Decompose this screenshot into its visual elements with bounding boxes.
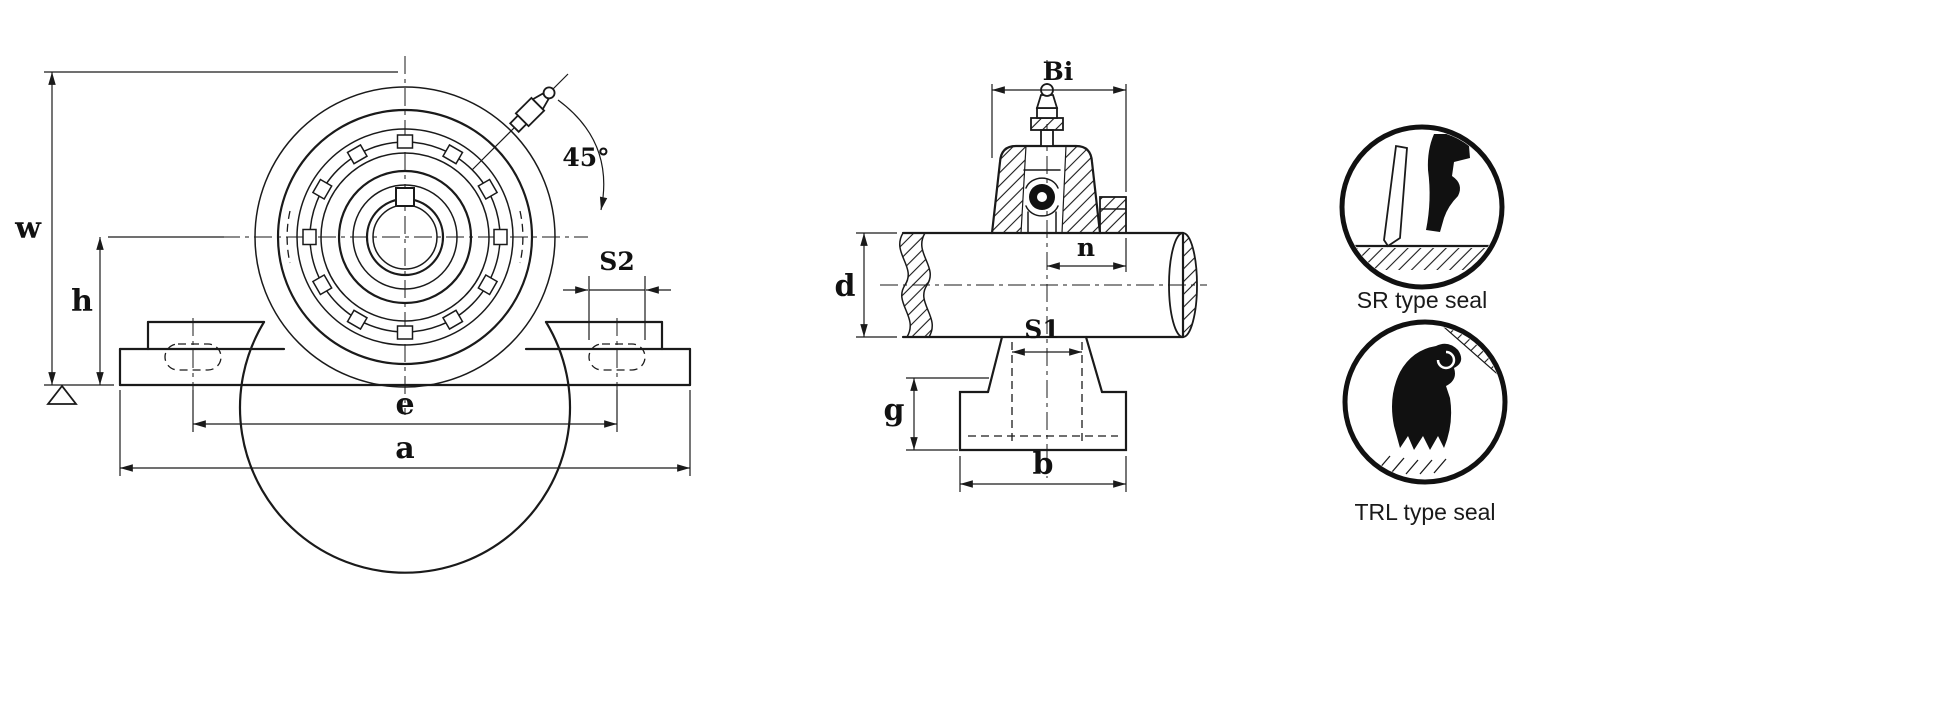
dim-s1: S1	[1012, 315, 1082, 356]
front-view: 45° w h S2 e	[14, 56, 692, 574]
angle-arc	[557, 99, 608, 211]
dim-label-w: w	[14, 211, 42, 246]
dim-s2: S2	[563, 247, 671, 340]
adapter-sleeve	[337, 169, 473, 305]
trl-seal-detail: TRL type seal	[1342, 319, 1508, 525]
dim-label-n: n	[1077, 233, 1095, 262]
dim-g: g	[884, 377, 989, 451]
bearing-outer-ring	[276, 108, 534, 366]
dim-d: d	[835, 232, 897, 338]
dim-label-e: e	[395, 387, 414, 422]
grease-fitting-side	[1030, 83, 1064, 147]
pedestal-base	[958, 335, 1128, 452]
sr-seal-profile	[1426, 134, 1470, 232]
dim-b: b	[959, 447, 1127, 492]
dim-label-s1: S1	[1024, 315, 1059, 344]
setscrew-collar	[1099, 196, 1127, 234]
dim-label-d: d	[835, 269, 856, 304]
dim-a: a	[119, 390, 691, 476]
angle-label: 45°	[562, 143, 609, 172]
lock-washer-teeth	[302, 134, 508, 340]
sr-seal-detail: SR type seal	[1339, 124, 1505, 313]
housing-section	[990, 144, 1127, 235]
dim-e: e	[192, 387, 618, 432]
dim-label-bi: Bi	[1043, 57, 1074, 86]
shaft-break-line	[899, 232, 911, 338]
seal-dashed-arc-left	[286, 210, 291, 264]
dim-n: n	[1047, 233, 1127, 272]
dim-label-s2: S2	[599, 247, 634, 276]
trl-seal-caption: TRL type seal	[1354, 499, 1495, 525]
dim-label-h: h	[71, 284, 93, 319]
seal-dashed-arc-right	[519, 210, 524, 264]
dim-h: h	[71, 237, 104, 385]
sr-seal-caption: SR type seal	[1357, 287, 1487, 313]
keyway	[395, 187, 415, 207]
slinger-lip	[1383, 144, 1408, 248]
dim-label-b: b	[1033, 447, 1054, 482]
base	[118, 320, 692, 387]
shaft	[899, 231, 1198, 339]
trl-seal-profile	[1392, 343, 1462, 450]
dim-label-a: a	[395, 431, 414, 466]
dim-w: w	[14, 71, 398, 386]
grease-fitting	[471, 73, 569, 171]
side-view: Bi d n S1 g	[835, 57, 1207, 492]
shaft-surface-hatch	[1377, 455, 1447, 475]
dim-label-g: g	[884, 393, 905, 428]
dim-bi: Bi	[991, 57, 1127, 192]
datum-triangle	[46, 384, 78, 405]
shaft-surface-hatch	[1348, 248, 1498, 270]
